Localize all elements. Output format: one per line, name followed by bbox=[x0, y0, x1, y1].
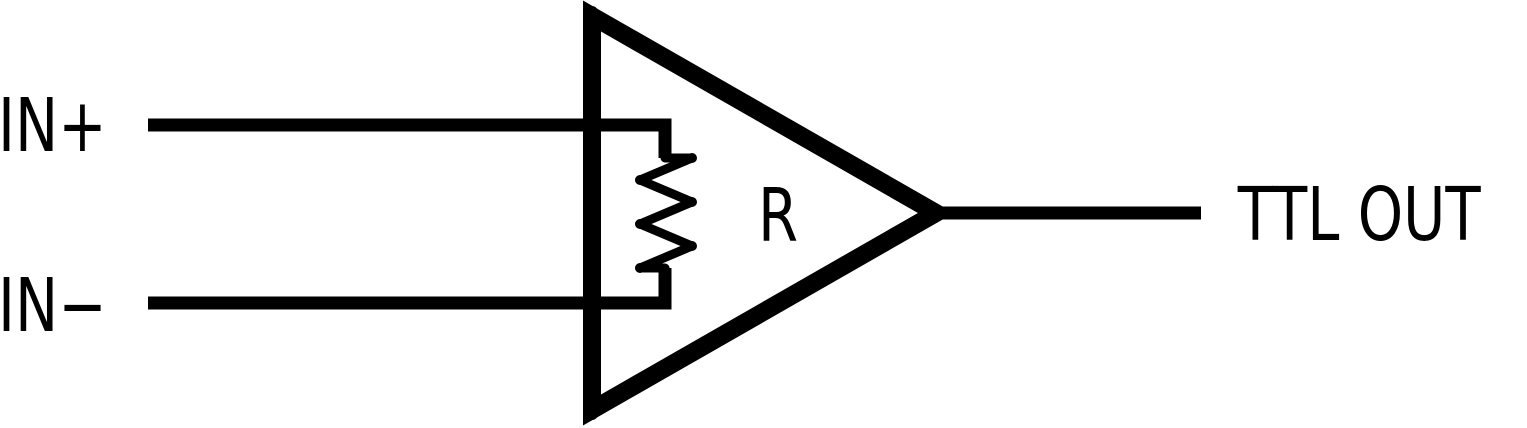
output-label: TTL OUT bbox=[1237, 171, 1481, 258]
resistor-label: R bbox=[758, 172, 798, 259]
receiver-triangle bbox=[583, 0, 955, 426]
termination-resistor bbox=[635, 153, 697, 273]
in-minus-label: IN− bbox=[0, 262, 107, 349]
in-plus-wire bbox=[148, 118, 672, 158]
in-plus-label: IN+ bbox=[0, 82, 107, 169]
in-minus-wire bbox=[148, 268, 672, 310]
resistor-vertices bbox=[635, 153, 697, 273]
